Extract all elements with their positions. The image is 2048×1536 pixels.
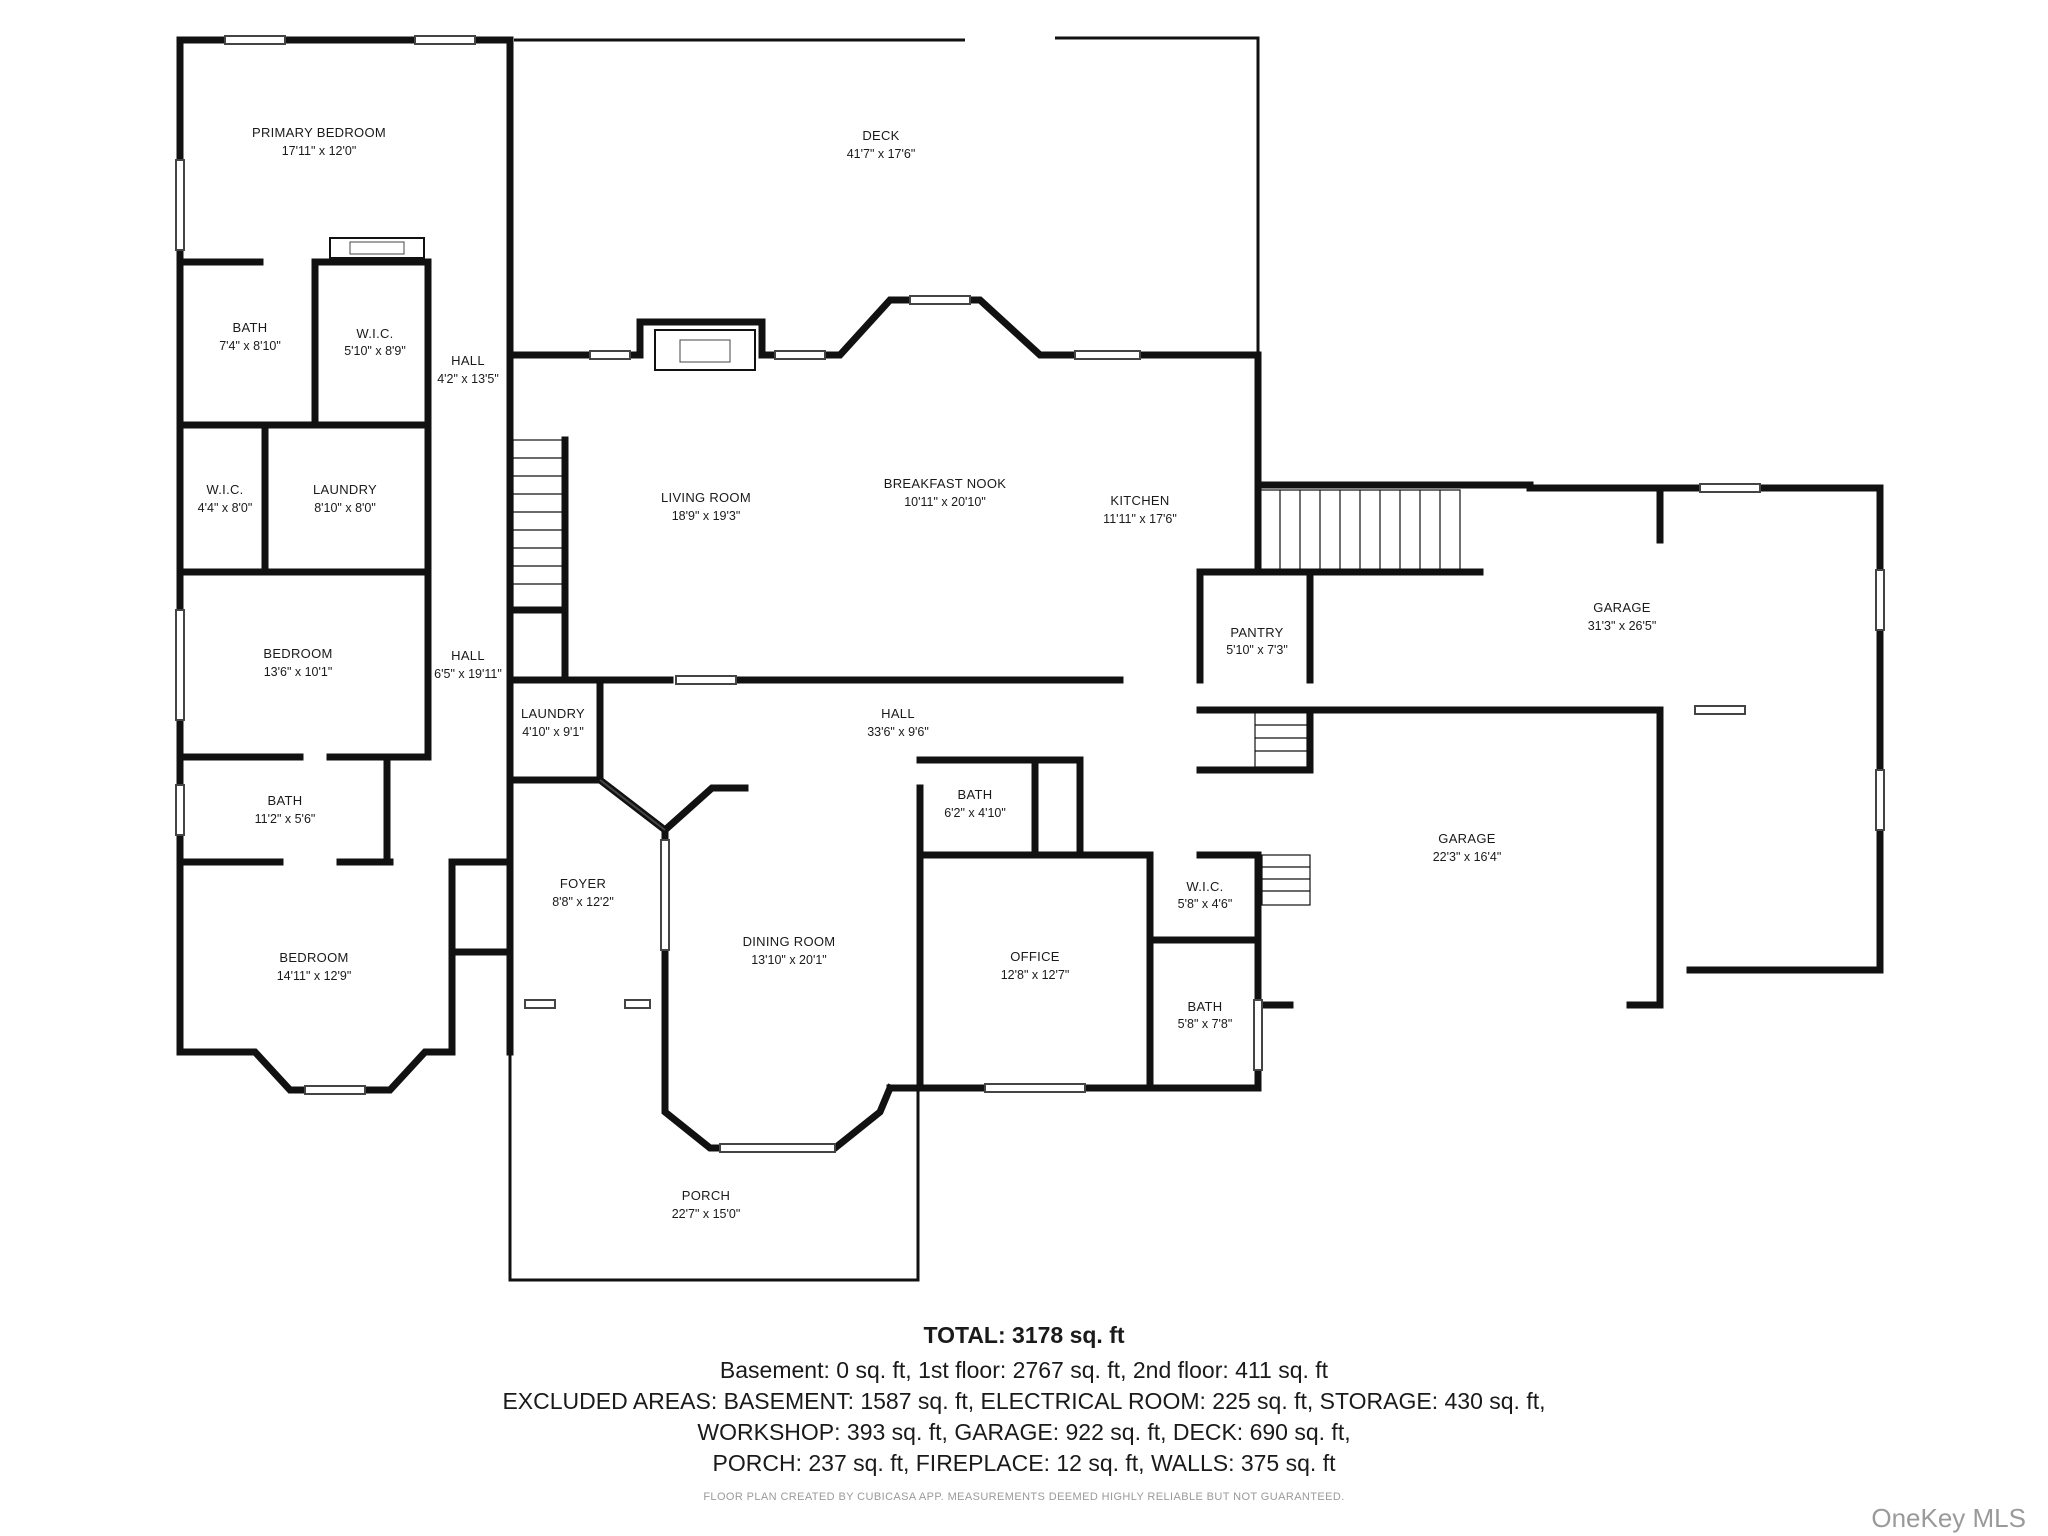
foyer-diagonal — [599, 779, 666, 831]
staircases — [512, 439, 1461, 906]
room-dimensions: 41'7" x 17'6" — [847, 147, 916, 161]
room-dimensions: 22'3" x 16'4" — [1433, 850, 1502, 864]
room-name: W.I.C. — [206, 482, 243, 497]
room-dimensions: 33'6" x 9'6" — [867, 725, 929, 739]
area-line: Basement: 0 sq. ft, 1st floor: 2767 sq. … — [719, 1357, 1329, 1383]
room-name: BATH — [1188, 999, 1223, 1014]
room-name: BREAKFAST NOOK — [884, 476, 1006, 491]
onekey-mls-logo: OneKey MLS — [1871, 1503, 2026, 1533]
room-dimensions: 4'10" x 9'1" — [522, 725, 584, 739]
room-name: BATH — [233, 320, 268, 335]
room-dimensions: 11'11" x 17'6" — [1103, 512, 1177, 526]
room-name: BEDROOM — [279, 950, 348, 965]
room-dimensions: 10'11" x 20'10" — [904, 495, 986, 509]
room-dimensions: 5'8" x 7'8" — [1178, 1017, 1233, 1031]
room-name: PORCH — [682, 1188, 730, 1203]
room-dimensions: 4'4" x 8'0" — [198, 501, 253, 515]
room-dimensions: 11'2" x 5'6" — [255, 812, 316, 826]
porch-outline — [508, 1052, 920, 1282]
room-name: BEDROOM — [263, 646, 332, 661]
room-dimensions: 4'2" x 13'5" — [437, 372, 499, 386]
total-area: TOTAL: 3178 sq. ft — [923, 1322, 1125, 1348]
room-labels: PRIMARY BEDROOM 17'11" x 12'0" DECK 41'7… — [198, 125, 1657, 1221]
room-name: OFFICE — [1010, 949, 1059, 964]
area-breakdown: Basement: 0 sq. ft, 1st floor: 2767 sq. … — [0, 1355, 2048, 1479]
room-name: BATH — [268, 793, 303, 808]
room-dimensions: 31'3" x 26'5" — [1588, 619, 1657, 633]
room-name: HALL — [881, 706, 915, 721]
room-name: HALL — [451, 648, 485, 663]
room-name: DINING ROOM — [743, 934, 836, 949]
room-dimensions: 22'7" x 15'0" — [672, 1207, 741, 1221]
room-dimensions: 7'4" x 8'10" — [219, 339, 281, 353]
room-dimensions: 13'6" x 10'1" — [264, 665, 333, 679]
room-dimensions: 5'10" x 8'9" — [344, 344, 406, 358]
room-name: PRIMARY BEDROOM — [252, 125, 386, 140]
area-line: WORKSHOP: 393 sq. ft, GARAGE: 922 sq. ft… — [697, 1419, 1351, 1445]
room-name: FOYER — [560, 876, 606, 891]
windows — [175, 35, 1885, 1153]
room-dimensions: 6'5" x 19'11" — [434, 667, 502, 681]
room-dimensions: 6'2" x 4'10" — [944, 806, 1006, 820]
room-dimensions: 8'10" x 8'0" — [314, 501, 376, 515]
room-dimensions: 12'8" x 12'7" — [1001, 968, 1070, 982]
room-dimensions: 17'11" x 12'0" — [282, 144, 357, 158]
room-name: W.I.C. — [356, 326, 393, 341]
disclaimer: FLOOR PLAN CREATED BY CUBICASA APP. MEAS… — [703, 1491, 1345, 1503]
room-name: HALL — [451, 353, 485, 368]
room-dimensions: 14'11" x 12'9" — [277, 969, 352, 983]
room-name: GARAGE — [1593, 600, 1650, 615]
room-name: PANTRY — [1230, 625, 1283, 640]
room-dimensions: 13'10" x 20'1" — [751, 953, 827, 967]
area-line: EXCLUDED AREAS: BASEMENT: 1587 sq. ft, E… — [502, 1388, 1546, 1414]
room-name: KITCHEN — [1110, 493, 1169, 508]
room-name: LAUNDRY — [521, 706, 585, 721]
room-dimensions: 5'8" x 4'6" — [1178, 897, 1233, 911]
floor-plan: PRIMARY BEDROOM 17'11" x 12'0" DECK 41'7… — [175, 35, 1885, 1282]
room-name: W.I.C. — [1186, 879, 1223, 894]
room-name: GARAGE — [1438, 831, 1495, 846]
room-dimensions: 8'8" x 12'2" — [552, 895, 614, 909]
room-name: DECK — [862, 128, 899, 143]
fireplaces — [329, 237, 756, 371]
room-dimensions: 5'10" x 7'3" — [1226, 643, 1288, 657]
area-line: PORCH: 237 sq. ft, FIREPLACE: 12 sq. ft,… — [712, 1450, 1336, 1476]
room-name: BATH — [958, 787, 993, 802]
room-dimensions: 18'9" x 19'3" — [672, 509, 741, 523]
room-name: LAUNDRY — [313, 482, 377, 497]
room-name: LIVING ROOM — [661, 490, 751, 505]
